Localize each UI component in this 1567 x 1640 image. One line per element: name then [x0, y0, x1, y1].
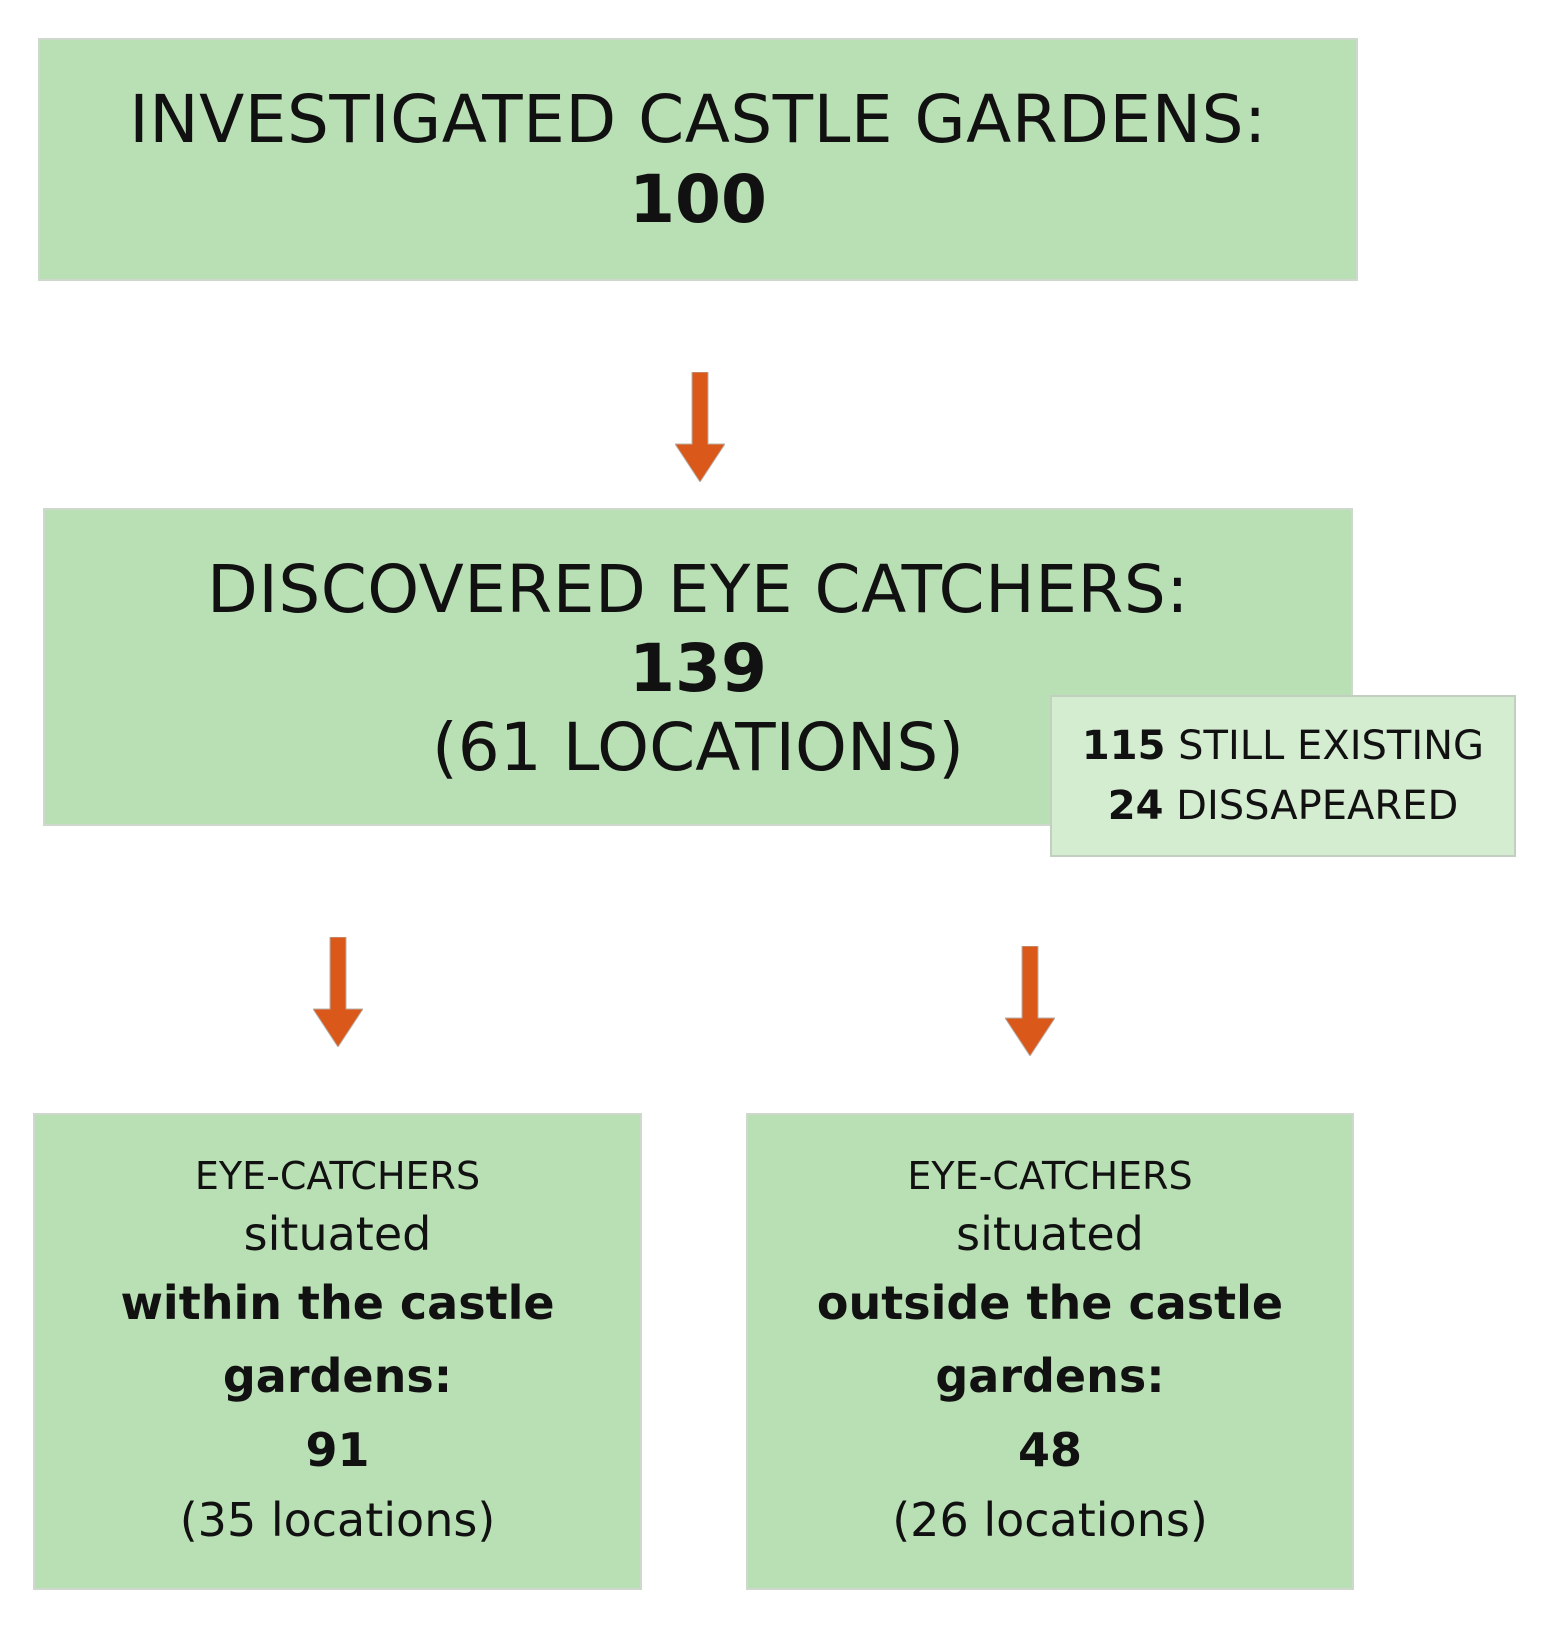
disappeared-line: 24 DISSAPEARED [1108, 776, 1459, 836]
disappeared-count: 24 [1107, 783, 1164, 829]
discovered-eye-catchers-box: DISCOVERED EYE CATCHERS: 139 (61 LOCATIO… [43, 508, 1353, 826]
outside-gardens-line3: outside the castle [816, 1275, 1284, 1330]
within-gardens-box: EYE-CATCHERS situated within the castle … [33, 1113, 642, 1590]
within-gardens-line3: within the castle [120, 1275, 555, 1330]
outside-gardens-line4: gardens: [935, 1349, 1165, 1404]
down-arrow-icon [675, 372, 725, 482]
within-gardens-line4: gardens: [222, 1349, 453, 1404]
outside-gardens-locations: (26 locations) [892, 1492, 1208, 1547]
investigated-gardens-count: 100 [629, 160, 767, 238]
within-gardens-count: 91 [305, 1422, 370, 1477]
still-existing-line: 115 STILL EXISTING [1082, 716, 1484, 776]
outside-gardens-line1: EYE-CATCHERS [907, 1154, 1193, 1199]
within-gardens-locations: (35 locations) [179, 1492, 496, 1547]
outside-gardens-line2: situated [956, 1207, 1144, 1262]
investigated-gardens-box: INVESTIGATED CASTLE GARDENS: 100 [38, 38, 1358, 281]
down-arrow-icon [313, 937, 363, 1047]
down-arrow-icon [1005, 946, 1055, 1056]
within-gardens-line1: EYE-CATCHERS [194, 1154, 481, 1199]
still-existing-label: STILL EXISTING [1165, 723, 1485, 769]
discovered-eye-catchers-title: DISCOVERED EYE CATCHERS: [207, 551, 1189, 628]
disappeared-label: DISSAPEARED [1163, 783, 1459, 829]
outside-gardens-box: EYE-CATCHERS situated outside the castle… [746, 1113, 1354, 1590]
investigated-gardens-title: INVESTIGATED CASTLE GARDENS: [129, 81, 1267, 159]
outside-gardens-count: 48 [1017, 1422, 1082, 1477]
discovered-eye-catchers-count: 139 [629, 630, 767, 708]
still-existing-count: 115 [1081, 723, 1166, 769]
discovered-eye-catchers-locations: (61 LOCATIONS) [432, 709, 964, 787]
within-gardens-line2: situated [243, 1207, 432, 1262]
existence-status-box: 115 STILL EXISTING 24 DISSAPEARED [1050, 695, 1516, 857]
